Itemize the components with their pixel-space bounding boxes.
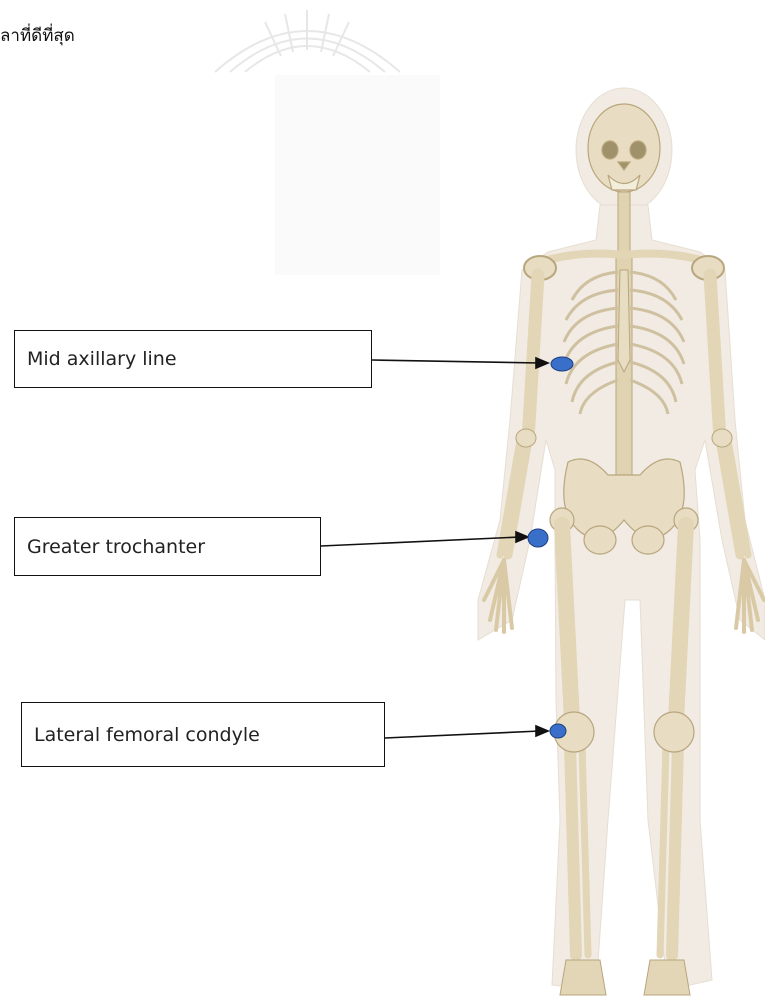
leader-line-lateral-femoral-condyle	[385, 731, 540, 738]
skull	[588, 104, 660, 192]
marker-greater-trochanter	[528, 529, 548, 547]
label-mid-axillary-line: Mid axillary line	[14, 330, 372, 388]
sternum	[618, 270, 630, 372]
marker-mid-axillary	[551, 357, 573, 371]
marker-lateral-femoral-condyle	[550, 724, 566, 738]
leader-line-greater-trochanter	[321, 537, 520, 546]
arrowhead-lateral-femoral-condyle	[536, 726, 548, 736]
feet	[560, 960, 690, 995]
label-lateral-femoral-condyle: Lateral femoral condyle	[21, 702, 385, 767]
knees	[554, 712, 694, 752]
background-panel	[275, 75, 440, 275]
label-greater-trochanter: Greater trochanter	[14, 517, 321, 576]
